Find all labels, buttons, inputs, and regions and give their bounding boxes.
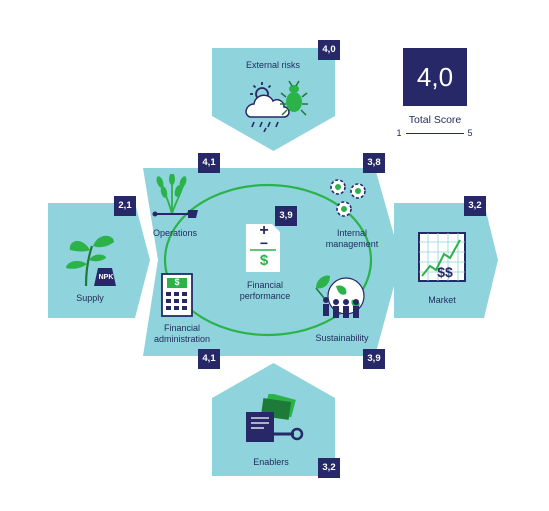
sustainability-score: 3,9 (363, 349, 385, 369)
dollar-sign: $ (259, 252, 269, 269)
supply-score: 2,1 (114, 196, 136, 216)
financial-administration-label: Financial administration (153, 323, 211, 344)
minus-sign: − (259, 235, 269, 251)
enablers-score: 3,2 (318, 458, 340, 478)
wheat-tool-icon (152, 174, 198, 218)
npk-label: NPK (98, 274, 114, 281)
financial-performance-label: Financial performance (239, 280, 291, 301)
market-dollars: $$ (437, 264, 453, 280)
document-calc-icon (246, 224, 280, 272)
weather-pest-icon (245, 80, 308, 132)
financial-administration-score: 4,1 (198, 349, 220, 369)
plus-sign: + (259, 222, 269, 239)
enablers-label: Enablers (253, 457, 289, 467)
total-score-value: 4,0 (403, 48, 467, 106)
supply-label: Supply (76, 293, 104, 303)
gears-icon (330, 179, 366, 217)
total-score-label: Total Score (408, 114, 462, 126)
internal-management-score: 3,8 (363, 153, 385, 173)
community-globe-icon (315, 275, 365, 318)
internal-management-label: Internal management (325, 228, 379, 249)
external-risks-label: External risks (245, 60, 300, 70)
operations-score: 4,1 (198, 153, 220, 173)
external-risks-panel (212, 48, 335, 151)
cycle-ring (163, 183, 373, 337)
market-label: Market (428, 295, 456, 305)
scale-min-label: 1 (396, 128, 402, 138)
calculator-icon (161, 273, 193, 317)
manual-money-wrench-icon (246, 394, 304, 442)
external-risks-score: 4,0 (318, 40, 340, 60)
plant-fertilizer-icon (66, 235, 116, 287)
scale-max-label: 5 (467, 128, 473, 138)
market-chart-icon (418, 232, 466, 282)
operations-label: Operations (152, 228, 198, 238)
market-score: 3,2 (464, 196, 486, 216)
scale-line (406, 133, 464, 134)
sustainability-label: Sustainability (315, 333, 369, 343)
calculator-dollar: $ (174, 277, 180, 287)
financial-performance-score: 3,9 (275, 206, 297, 226)
